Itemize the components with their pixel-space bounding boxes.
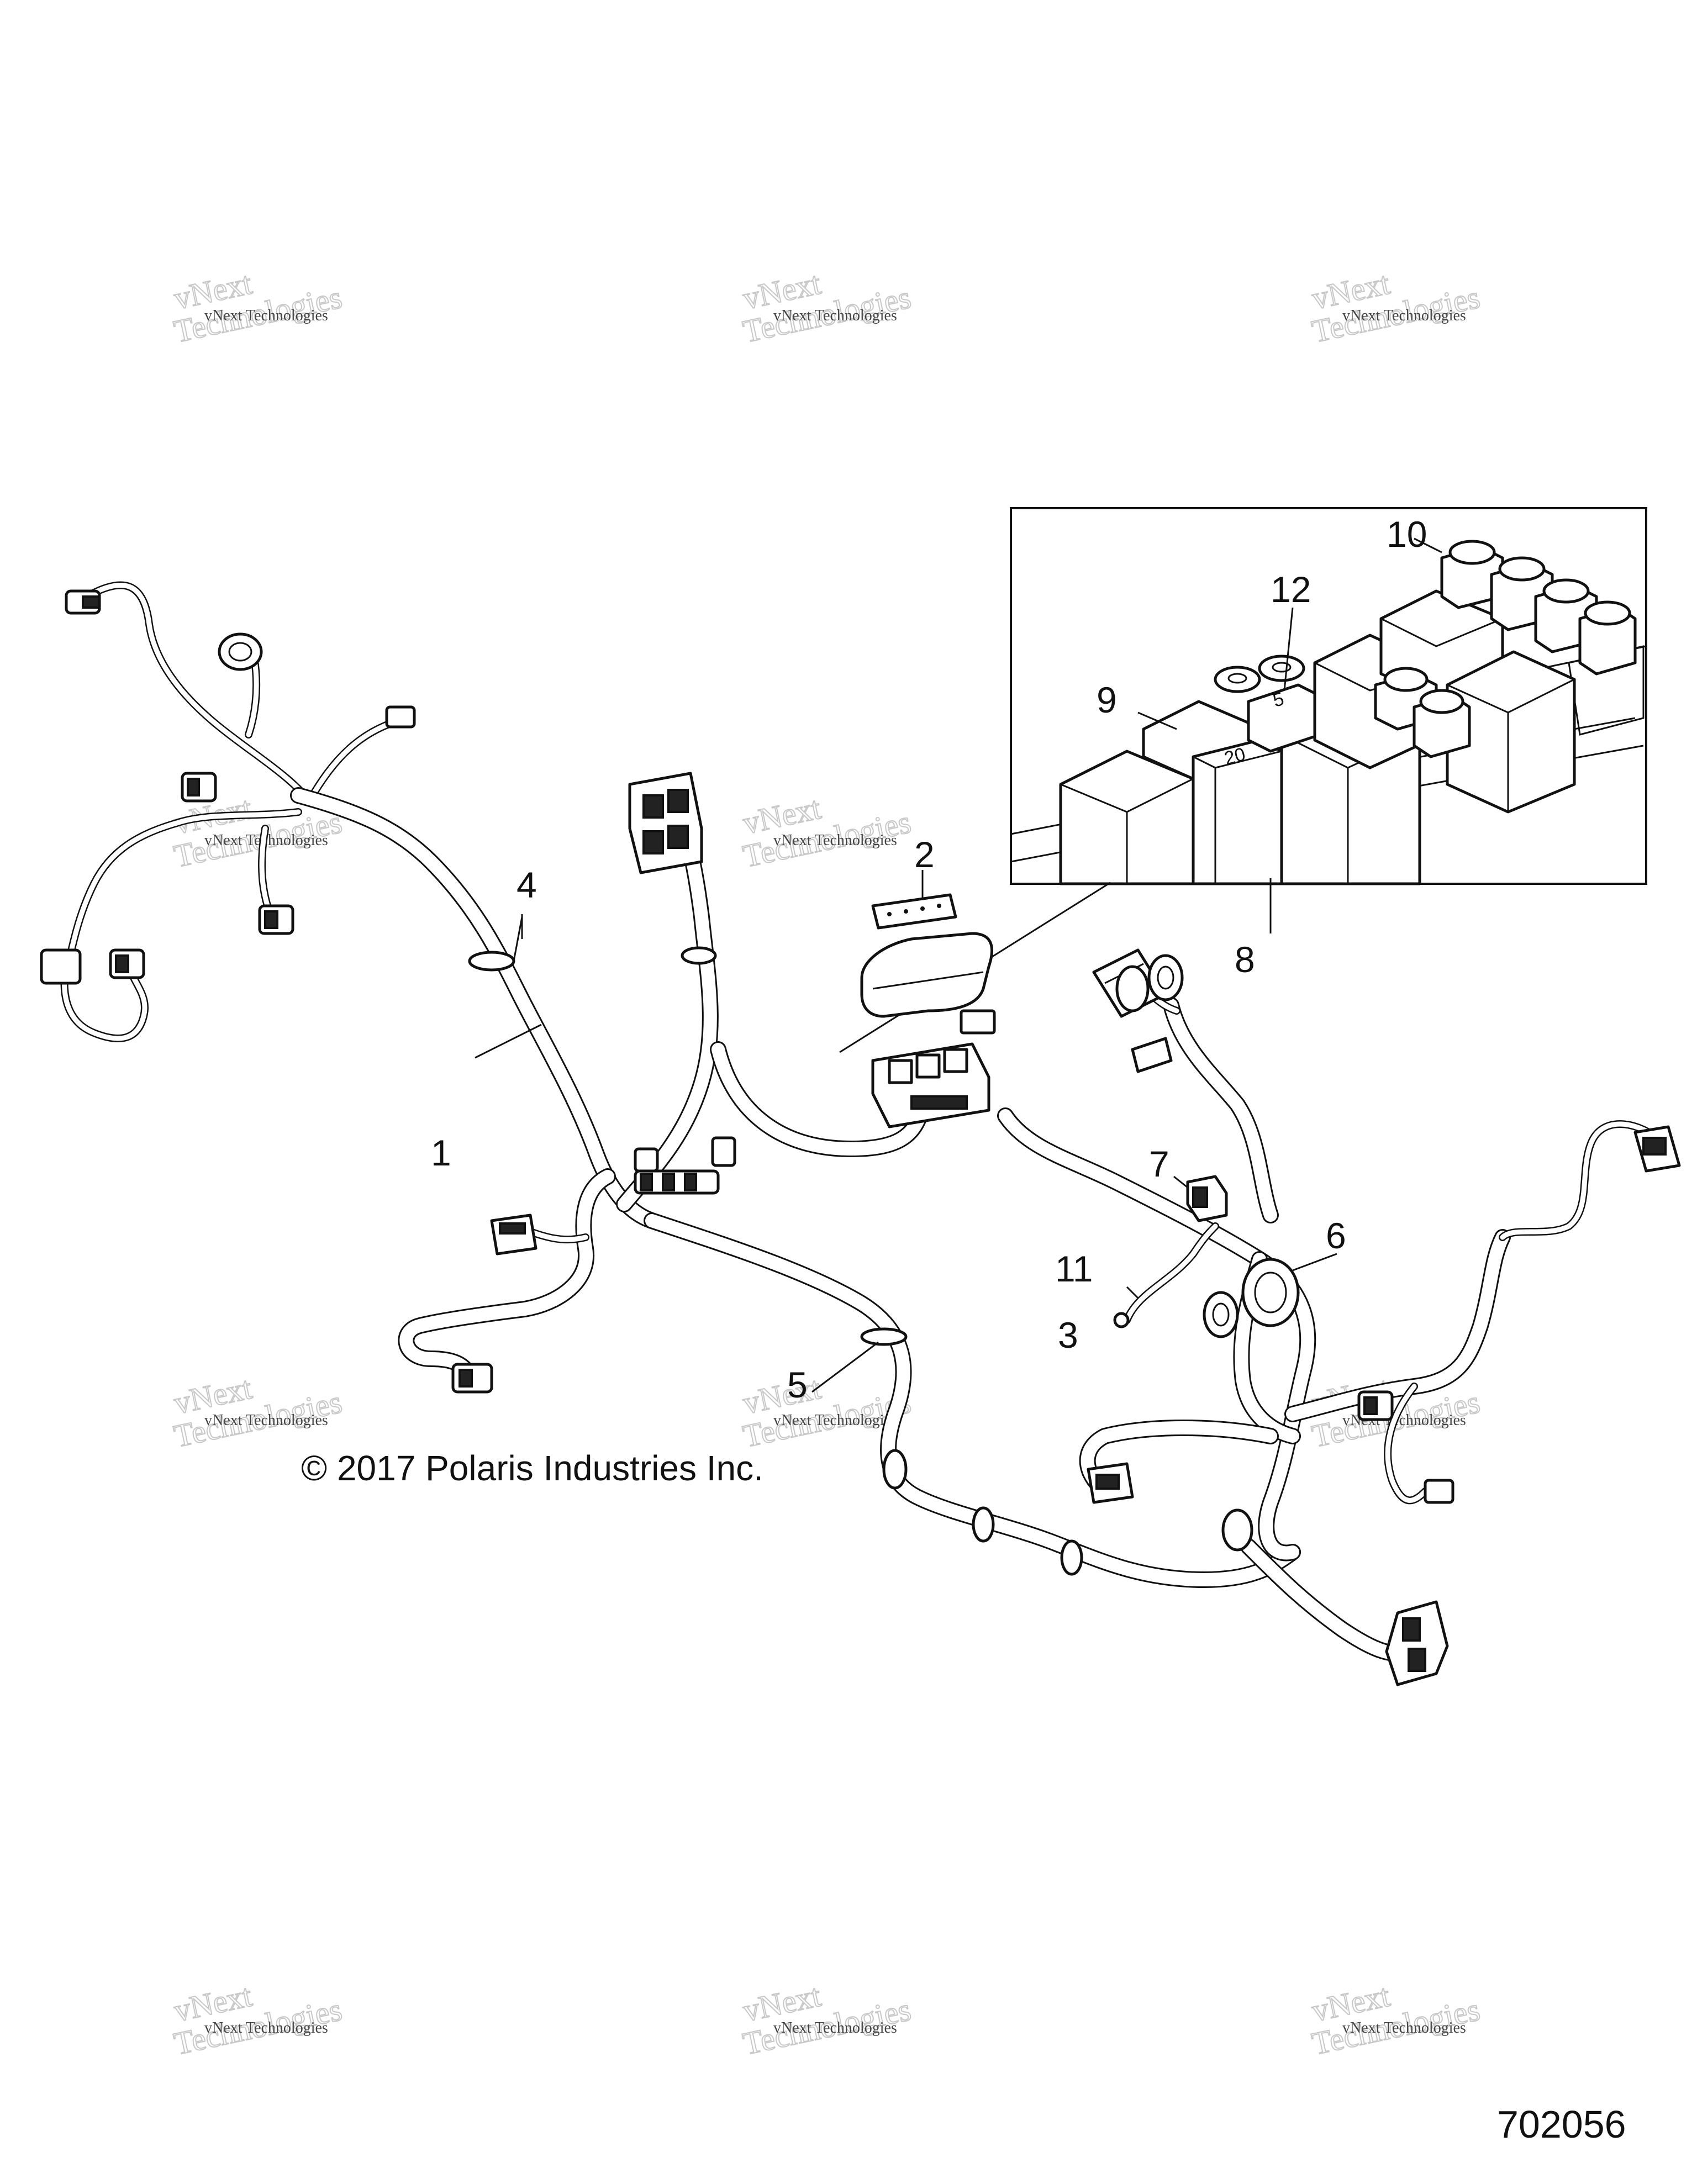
ecu-connector-icon — [628, 772, 703, 874]
fuse-8: 20 — [1192, 738, 1283, 885]
connector-far-right-mid-icon — [1357, 1390, 1454, 1504]
fuse-12: 5 — [1247, 683, 1322, 753]
watermark-low-left: vNext Technologies vNext Technologies — [170, 1369, 345, 1455]
sleeve-bands-icon — [860, 1327, 1253, 1576]
watermark-top-right: vNext Technologies vNext Technologies — [1308, 265, 1483, 350]
callout-11: 11 — [1055, 1248, 1093, 1289]
callout-9: 9 — [1097, 679, 1117, 720]
fuse-pair-mid — [1374, 667, 1471, 758]
connector-right-lower-left-icon — [1087, 1462, 1134, 1504]
svg-text:vNext Technologies: vNext Technologies — [773, 832, 897, 849]
figure-number: 702056 — [1497, 2103, 1626, 2146]
connector-side-icon — [1131, 1037, 1173, 1073]
main-harness-1 — [60, 581, 1301, 1588]
callout-8: 8 — [1235, 939, 1255, 980]
connectors — [40, 589, 1681, 1686]
watermark-top-left: vNext Technologies vNext Technologies — [170, 265, 345, 350]
leader-10 — [1414, 537, 1442, 553]
svg-text:vNext Technologies: vNext Technologies — [773, 2019, 897, 2037]
connector-far-right-top-icon — [1633, 1125, 1681, 1173]
relay-right — [1446, 650, 1576, 814]
callout-10: 10 — [1387, 514, 1427, 555]
svg-text:vNext Technologies: vNext Technologies — [1342, 307, 1466, 324]
watermark-bottom-left: vNext Technologies vNext Technologies — [170, 1977, 345, 2062]
copyright-notice: © 2017 Polaris Industries Inc. — [301, 1448, 763, 1488]
svg-text:vNext Technologies: vNext Technologies — [1342, 2019, 1466, 2037]
leader-9 — [1137, 711, 1177, 730]
leader-11 — [1126, 1286, 1139, 1299]
mini-fuse-row-left — [1214, 655, 1305, 693]
cable-clip-icon — [681, 946, 717, 965]
callout-labels: 1 2 3 4 5 6 7 8 9 10 11 12 — [431, 514, 1427, 1405]
relay-7-icon — [1186, 1175, 1228, 1222]
leader-5 — [811, 1341, 879, 1393]
leader-12 — [1283, 607, 1294, 691]
right-harness — [997, 968, 1661, 1662]
svg-text:vNext Technologies: vNext Technologies — [204, 2019, 328, 2037]
leader-1 — [475, 1024, 542, 1059]
callout-12: 12 — [1271, 569, 1311, 610]
connector-loop-left-icon — [490, 1214, 537, 1255]
junction-connectors-icon — [634, 1136, 736, 1195]
callout-4: 4 — [517, 864, 537, 905]
leader-7 — [1173, 1175, 1188, 1189]
svg-text:vNext Technologies: vNext Technologies — [773, 1412, 897, 1429]
watermark-bottom-center: vNext Technologies vNext Technologies — [739, 1977, 914, 2062]
grommet-6-icon — [1241, 1258, 1300, 1327]
watermark-top-center: vNext Technologies vNext Technologies — [739, 265, 914, 350]
callout-7: 7 — [1149, 1143, 1169, 1184]
ground-terminal-11-icon — [1123, 1222, 1219, 1324]
nut-3-icon — [1113, 1312, 1130, 1328]
callout-5: 5 — [787, 1364, 808, 1405]
callout-3: 3 — [1058, 1315, 1078, 1355]
callout-6: 6 — [1326, 1215, 1346, 1256]
watermark-bottom-right: vNext Technologies vNext Technologies — [1308, 1977, 1483, 2062]
svg-text:vNext Technologies: vNext Technologies — [773, 307, 897, 324]
connector-loop-bottom-icon — [451, 1363, 493, 1394]
fuse-row-10 — [1440, 540, 1637, 676]
fuse-box-icon — [871, 1009, 996, 1128]
relay-fuse-inset: 20 5 — [1010, 507, 1647, 885]
callout-2: 2 — [914, 834, 935, 875]
connector-round-top-icon — [218, 632, 263, 671]
connector-grommet-icon — [1203, 1291, 1239, 1338]
connector-top-left-icon — [65, 589, 101, 615]
callout-1: 1 — [431, 1132, 451, 1173]
connector-far-left-icon — [40, 948, 145, 985]
connector-round-pair-icon — [1115, 954, 1184, 1012]
connector-small-top-icon — [385, 705, 416, 729]
leader-lines — [475, 537, 1442, 1393]
watermark-mid-center: vNext Technologies vNext Technologies — [739, 789, 914, 875]
leader-6 — [1292, 1253, 1337, 1272]
tie-strap-4-icon — [468, 916, 523, 972]
connector-mid-left-icon — [181, 772, 217, 803]
connector-lower-left-icon — [258, 904, 294, 935]
svg-text:vNext Technologies: vNext Technologies — [204, 307, 328, 324]
fuse-label-sheet-2-icon — [871, 893, 957, 930]
fuse-box-cover-icon — [860, 932, 993, 1018]
svg-text:vNext Technologies: vNext Technologies — [204, 1412, 328, 1429]
connector-bottom-right-icon — [1385, 1600, 1449, 1686]
